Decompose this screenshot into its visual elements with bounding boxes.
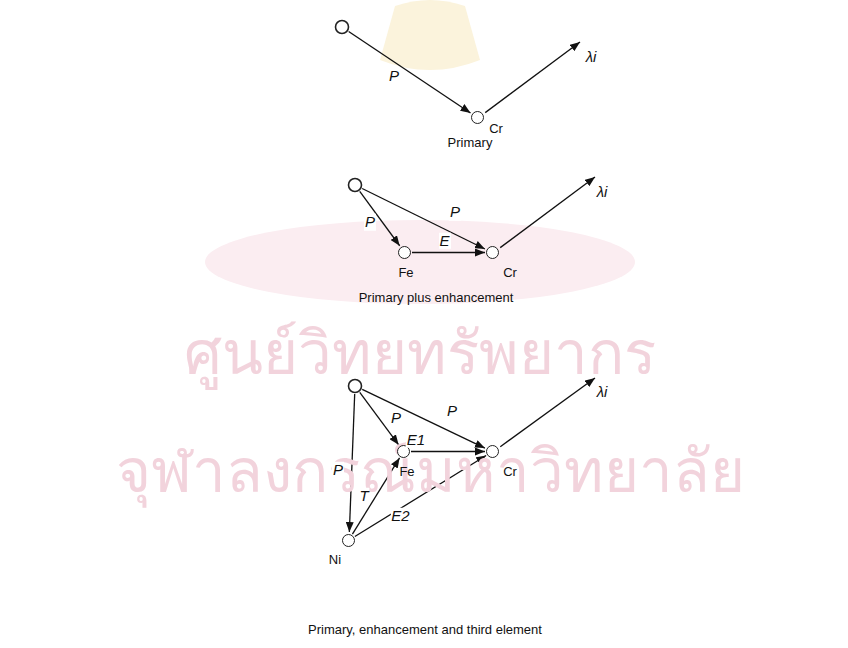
- ray-arrow: [500, 378, 595, 447]
- wavelength-label: λi: [596, 384, 609, 401]
- edge-label: E: [438, 232, 450, 249]
- ray-arrow: [349, 394, 354, 532]
- ray-arrow: [362, 389, 485, 448]
- edge-label: E2: [390, 508, 410, 525]
- element-label: Cr: [503, 465, 517, 478]
- element-label: Ni: [329, 553, 341, 566]
- watermark-emblem: [380, 0, 480, 70]
- ray-arrow: [360, 191, 400, 245]
- enhancement-arrow: [411, 451, 485, 452]
- ray-arrow: [349, 31, 471, 113]
- ray-label: P: [364, 214, 376, 231]
- caption: Primary, enhancement and third element: [308, 623, 542, 637]
- element-label: Cr: [503, 266, 517, 279]
- caption: Primary: [448, 136, 493, 150]
- edge-label: E1: [406, 431, 426, 448]
- enhancement-arrow: [412, 252, 485, 253]
- watermark: จุฬาลงกรณ์มหาวิทยาลัย: [116, 423, 745, 518]
- element-circle: Cr: [486, 445, 499, 458]
- ray-label: P: [446, 403, 458, 420]
- element-circle: Cr: [471, 111, 484, 124]
- element-label: Cr: [489, 122, 503, 135]
- source-circle: [349, 380, 362, 393]
- ray-label: P: [332, 462, 344, 479]
- element-circle: Cr: [486, 246, 499, 259]
- enhancement-arrow: [355, 455, 486, 536]
- ray-label: P: [390, 410, 402, 427]
- element-circle: Ni: [342, 534, 355, 547]
- wavelength-label: λi: [596, 184, 609, 201]
- ray-arrow: [485, 42, 580, 113]
- element-label: Fe: [398, 266, 413, 279]
- element-circle: Fe: [398, 246, 411, 259]
- element-label: Fe: [399, 465, 414, 478]
- source-circle: [336, 21, 349, 34]
- ray-label: P: [449, 204, 461, 221]
- source-circle: [349, 179, 362, 192]
- watermark: ศูนย์วิทยทรัพยากร: [184, 305, 656, 400]
- ray-label: P: [388, 68, 400, 85]
- ray-arrow: [362, 189, 485, 249]
- edge-label: T: [358, 488, 369, 505]
- wavelength-label: λi: [585, 49, 598, 66]
- caption: Primary plus enhancement: [359, 291, 514, 305]
- ray-arrow: [500, 177, 595, 248]
